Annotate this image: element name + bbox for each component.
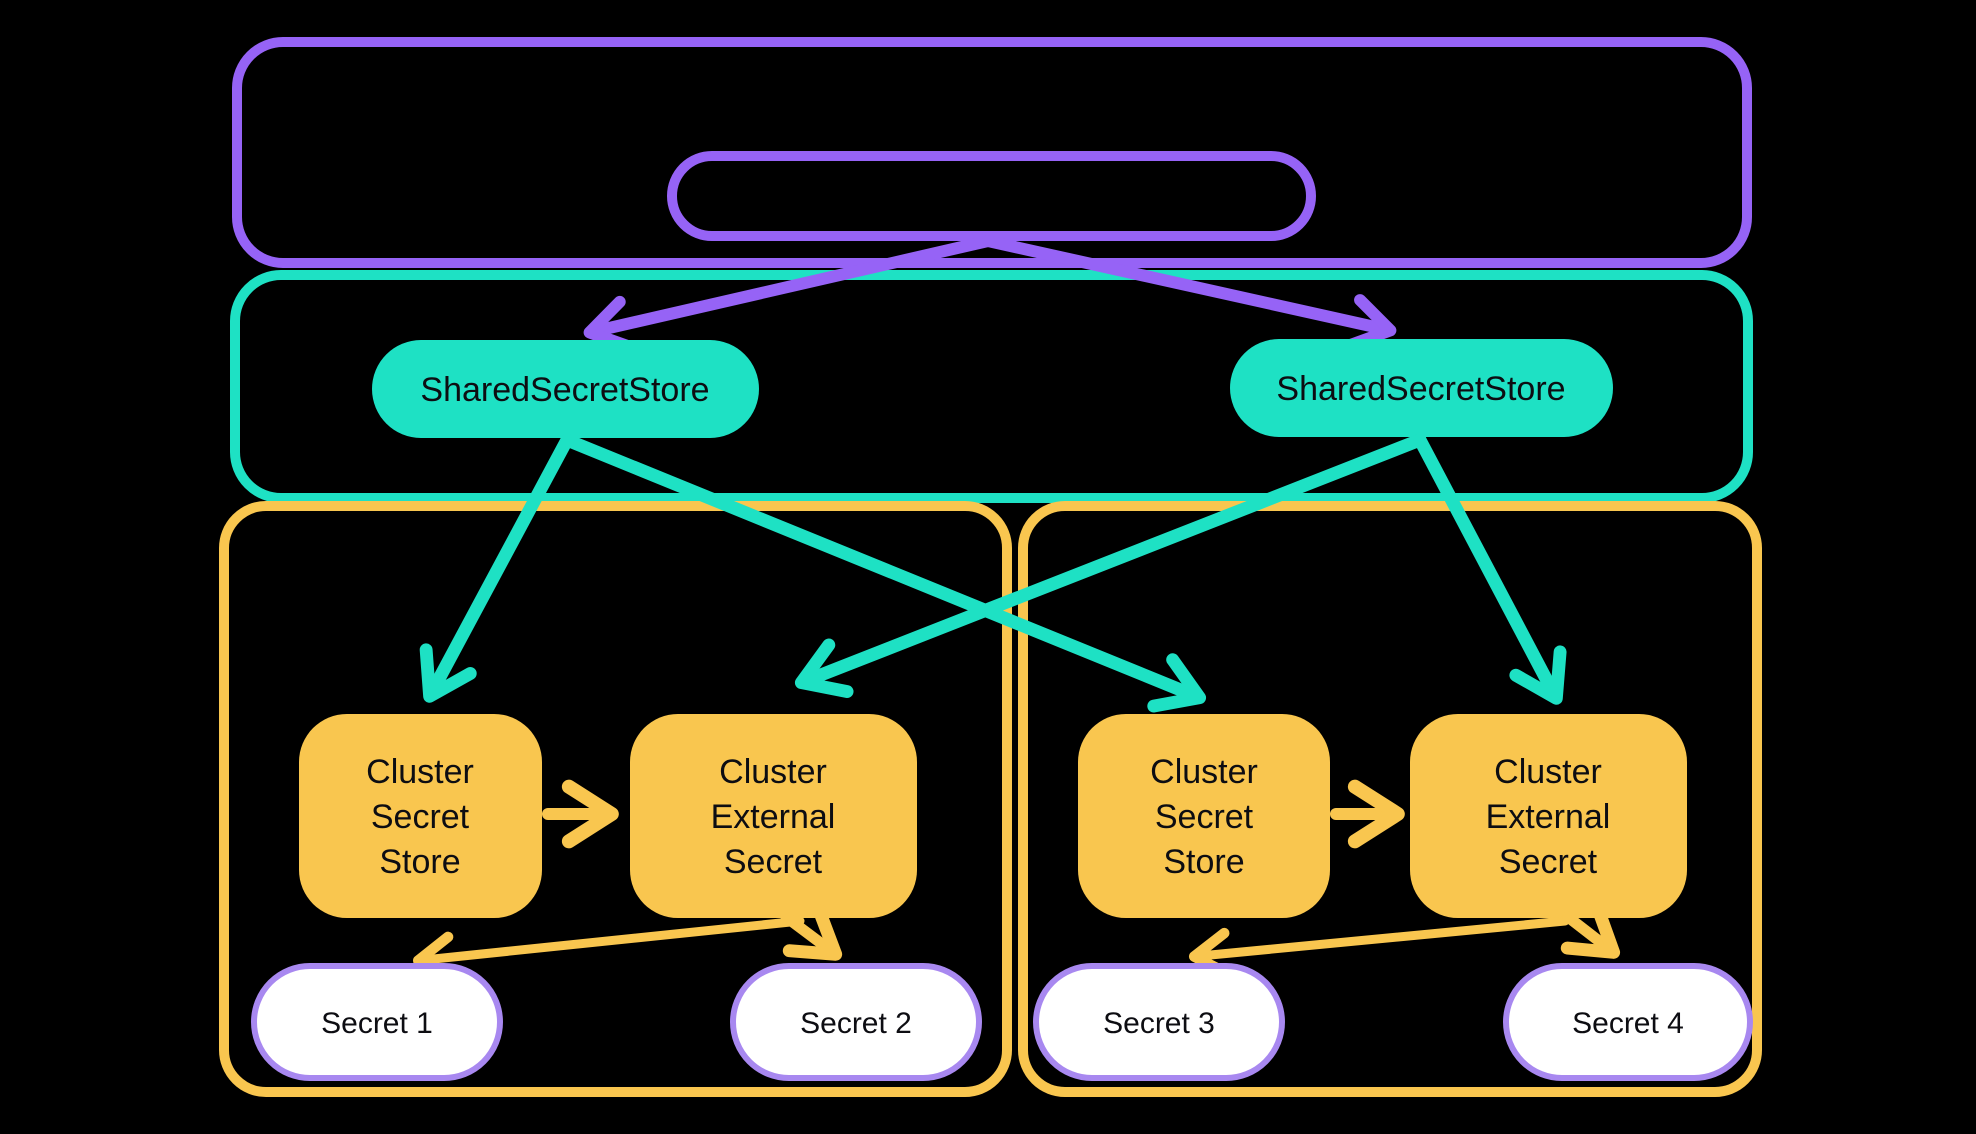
secret-3-shape: [1033, 963, 1285, 1081]
secret-1-shape: [251, 963, 503, 1081]
secret-3-pill: Secret 3: [1033, 963, 1285, 1081]
shared-secret-store-label-left: SharedSecretStore: [420, 371, 709, 409]
secret-1-pill: Secret 1: [251, 963, 503, 1081]
secret-4-label: Secret 4: [1572, 1007, 1684, 1040]
cluster-2-container: [1018, 501, 1762, 1097]
arrow-cluster1-external-to-secret1: [412, 916, 805, 983]
secret-2-label: Secret 2: [800, 1007, 912, 1040]
arrow-cluster2-external-to-secret3: [1188, 916, 1570, 980]
secret-2-shape: [730, 963, 982, 1081]
arrow-cluster2-external-to-secret4: [1560, 902, 1621, 959]
shared-secret-store-pill-right: SharedSecretStore: [1230, 339, 1613, 437]
secret-1-label: Secret 1: [321, 1007, 433, 1040]
cluster1-external-secret-shape: [630, 714, 917, 918]
shared-secret-store-pill-right-shape: [1230, 339, 1613, 437]
arrow-management-to-left-sharedsecretstore: [583, 235, 994, 353]
cluster-1-container: [219, 501, 1012, 1097]
cluster2-secret-store-shape: [1078, 714, 1330, 918]
cluster1-secret-store-shape: [299, 714, 542, 918]
arrow-left-store-to-cluster2-secret-store: [560, 433, 1207, 713]
arrow-left-store-to-cluster1-secret-store: [419, 433, 574, 703]
secret-2-pill: Secret 2: [730, 963, 982, 1081]
shared-secret-store-container: [230, 270, 1753, 503]
management-cluster-container: [232, 37, 1752, 268]
shared-secret-store-pill-left-shape: [372, 340, 759, 438]
shared-secret-store-pill-left: SharedSecretStore: [372, 340, 759, 438]
secret-4-shape: [1503, 963, 1753, 1081]
shared-secret-store-label-right: SharedSecretStore: [1276, 370, 1565, 408]
cluster2-external-secret-shape: [1410, 714, 1687, 918]
management-pill: [667, 151, 1316, 241]
arrow-management-to-right-sharedsecretstore: [982, 235, 1397, 352]
arrow-right-store-to-cluster2-external-secret: [1413, 433, 1567, 705]
secret-3-label: Secret 3: [1103, 1007, 1215, 1040]
secret-4-pill: Secret 4: [1503, 963, 1753, 1081]
arrow-cluster1-external-to-secret2: [780, 904, 843, 961]
arrow-right-store-to-cluster1-external-secret: [794, 433, 1427, 698]
